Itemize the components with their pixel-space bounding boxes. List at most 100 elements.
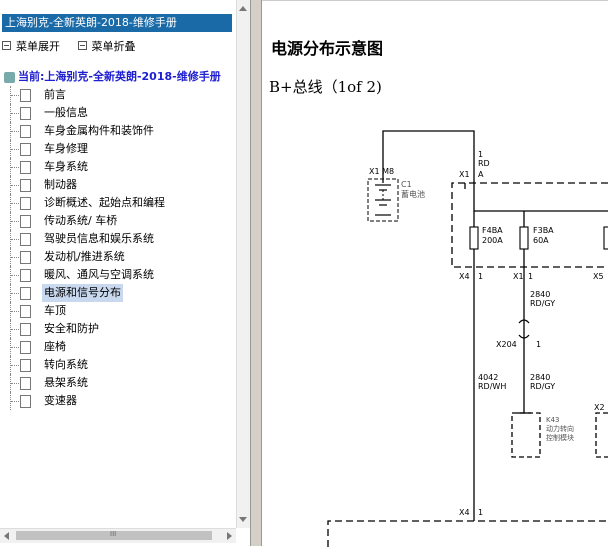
diagram-subtitle: B+总线（1of 2) bbox=[269, 78, 382, 96]
tree-connector bbox=[10, 266, 25, 284]
label-wire-2840-bottom-color: RD/GY bbox=[530, 382, 555, 391]
tree-item[interactable]: 暖风、通风与空调系统 bbox=[8, 266, 234, 284]
document-icon bbox=[20, 377, 31, 390]
fuse-block-outline bbox=[451, 182, 608, 268]
tree-item[interactable]: 车身金属构件和装饰件 bbox=[8, 122, 234, 140]
tree-connector bbox=[10, 374, 25, 392]
scroll-right-icon[interactable] bbox=[227, 532, 232, 540]
scroll-up-icon[interactable] bbox=[239, 6, 247, 11]
tree-connector bbox=[10, 284, 25, 302]
module-partial bbox=[595, 412, 608, 458]
label-k43-desc-2: 控制模块 bbox=[546, 433, 574, 442]
expand-icon bbox=[2, 40, 11, 50]
scrollbar-thumb[interactable] bbox=[16, 531, 212, 540]
label-wire-2840-bottom: 2840 bbox=[530, 373, 550, 382]
label-x4: X4 bbox=[459, 272, 470, 281]
document-icon bbox=[20, 107, 31, 120]
label-battery: 蓄电池 bbox=[401, 189, 425, 199]
expand-menu-button[interactable]: 菜单展开 bbox=[2, 38, 60, 54]
tree-item-label: 驾驶员信息和娱乐系统 bbox=[44, 232, 154, 245]
label-x4-bottom: X4 bbox=[459, 508, 470, 517]
tree-item[interactable]: 诊断概述、起始点和编程 bbox=[8, 194, 234, 212]
label-c1: C1 bbox=[401, 180, 412, 189]
tree-connector bbox=[10, 212, 25, 230]
wire-battery-feed bbox=[382, 130, 475, 183]
tree-item-label: 电源和信号分布 bbox=[42, 284, 123, 302]
label-x204-pin: 1 bbox=[536, 340, 541, 349]
document-icon bbox=[20, 287, 31, 300]
manual-tree: 前言一般信息车身金属构件和装饰件车身修理车身系统制动器诊断概述、起始点和编程传动… bbox=[8, 86, 234, 410]
pane-splitter[interactable] bbox=[250, 0, 262, 546]
document-icon bbox=[20, 197, 31, 210]
label-k43: K43 bbox=[546, 416, 560, 424]
tree-item[interactable]: 前言 bbox=[8, 86, 234, 104]
menu-controls: 菜单展开 菜单折叠 bbox=[2, 38, 136, 54]
tree-connector bbox=[10, 320, 25, 338]
tree-root-label: 当前:上海别克-全新英朗-2018-维修手册 bbox=[18, 70, 221, 83]
tree-item-label: 传动系统/ 车桥 bbox=[44, 214, 118, 227]
bus-bar bbox=[473, 183, 608, 212]
tree-item-label: 车身系统 bbox=[44, 160, 88, 173]
tree-item-label: 制动器 bbox=[44, 178, 77, 191]
document-icon bbox=[20, 161, 31, 174]
tree-connector bbox=[10, 248, 25, 266]
tree-item-label: 车身金属构件和装饰件 bbox=[44, 124, 154, 137]
scrollbar-grip: III bbox=[110, 530, 117, 538]
tree-item-label: 安全和防护 bbox=[44, 322, 99, 335]
tree-item[interactable]: 车身修理 bbox=[8, 140, 234, 158]
tree-root[interactable]: 当前:上海别克-全新英朗-2018-维修手册 bbox=[4, 68, 234, 84]
tree-item[interactable]: 变速器 bbox=[8, 392, 234, 410]
label-wire-2840-top-color: RD/GY bbox=[530, 299, 555, 308]
tree-item[interactable]: 电源和信号分布 bbox=[8, 284, 234, 302]
tree-connector bbox=[10, 392, 25, 410]
tree-item[interactable]: 转向系统 bbox=[8, 356, 234, 374]
label-x1: X1 bbox=[459, 170, 470, 179]
tree-item-label: 变速器 bbox=[44, 394, 77, 407]
label-x1b-pin: 1 bbox=[528, 272, 533, 281]
bottom-block-outline bbox=[327, 520, 608, 547]
scroll-left-icon[interactable] bbox=[4, 532, 9, 540]
tree-item[interactable]: 一般信息 bbox=[8, 104, 234, 122]
horizontal-scrollbar[interactable]: III bbox=[0, 528, 236, 543]
tree-connector bbox=[10, 194, 25, 212]
tree-item[interactable]: 悬架系统 bbox=[8, 374, 234, 392]
fuse-partial bbox=[603, 226, 608, 250]
label-x2: X2 bbox=[594, 403, 605, 412]
label-wire-2840-top: 2840 bbox=[530, 290, 550, 299]
document-icon bbox=[20, 215, 31, 228]
document-icon bbox=[20, 305, 31, 318]
document-icon bbox=[20, 269, 31, 282]
tree-item[interactable]: 制动器 bbox=[8, 176, 234, 194]
tree-connector bbox=[10, 86, 25, 104]
tree-item[interactable]: 发动机/推进系统 bbox=[8, 248, 234, 266]
tree-item-label: 诊断概述、起始点和编程 bbox=[44, 196, 165, 209]
fuse-f3ba bbox=[519, 226, 529, 250]
connector-x204-bottom bbox=[518, 334, 530, 339]
document-icon bbox=[20, 233, 31, 246]
scroll-down-icon[interactable] bbox=[239, 517, 247, 522]
tree-item[interactable]: 车身系统 bbox=[8, 158, 234, 176]
label-f3ba-amp: 60A bbox=[533, 236, 549, 245]
label-x1-m8: X1 M8 bbox=[369, 167, 394, 176]
tree-connector bbox=[10, 230, 25, 248]
collapse-icon bbox=[77, 40, 87, 50]
tree-item-label: 车顶 bbox=[44, 304, 66, 317]
tree-item[interactable]: 驾驶员信息和娱乐系统 bbox=[8, 230, 234, 248]
label-rd: RD bbox=[478, 159, 490, 168]
tree-item[interactable]: 安全和防护 bbox=[8, 320, 234, 338]
tree-item[interactable]: 传动系统/ 车桥 bbox=[8, 212, 234, 230]
tree-item[interactable]: 车顶 bbox=[8, 302, 234, 320]
document-icon bbox=[20, 359, 31, 372]
vertical-scrollbar[interactable] bbox=[236, 0, 250, 528]
tree-connector bbox=[10, 302, 25, 320]
label-k43-desc-1: 动力转向 bbox=[546, 424, 574, 433]
tree-connector bbox=[10, 122, 25, 140]
document-icon bbox=[20, 341, 31, 354]
tree-connector bbox=[10, 140, 25, 158]
label-wire-4042-color: RD/WH bbox=[478, 382, 506, 391]
navigation-panel: 上海别克-全新英朗-2018-维修手册 菜单展开 菜单折叠 当前:上海别克-全新… bbox=[0, 0, 250, 546]
tree-item-label: 座椅 bbox=[44, 340, 66, 353]
tree-item[interactable]: 座椅 bbox=[8, 338, 234, 356]
label-x4-bottom-pin: 1 bbox=[478, 508, 483, 517]
collapse-menu-button[interactable]: 菜单折叠 bbox=[77, 38, 136, 54]
